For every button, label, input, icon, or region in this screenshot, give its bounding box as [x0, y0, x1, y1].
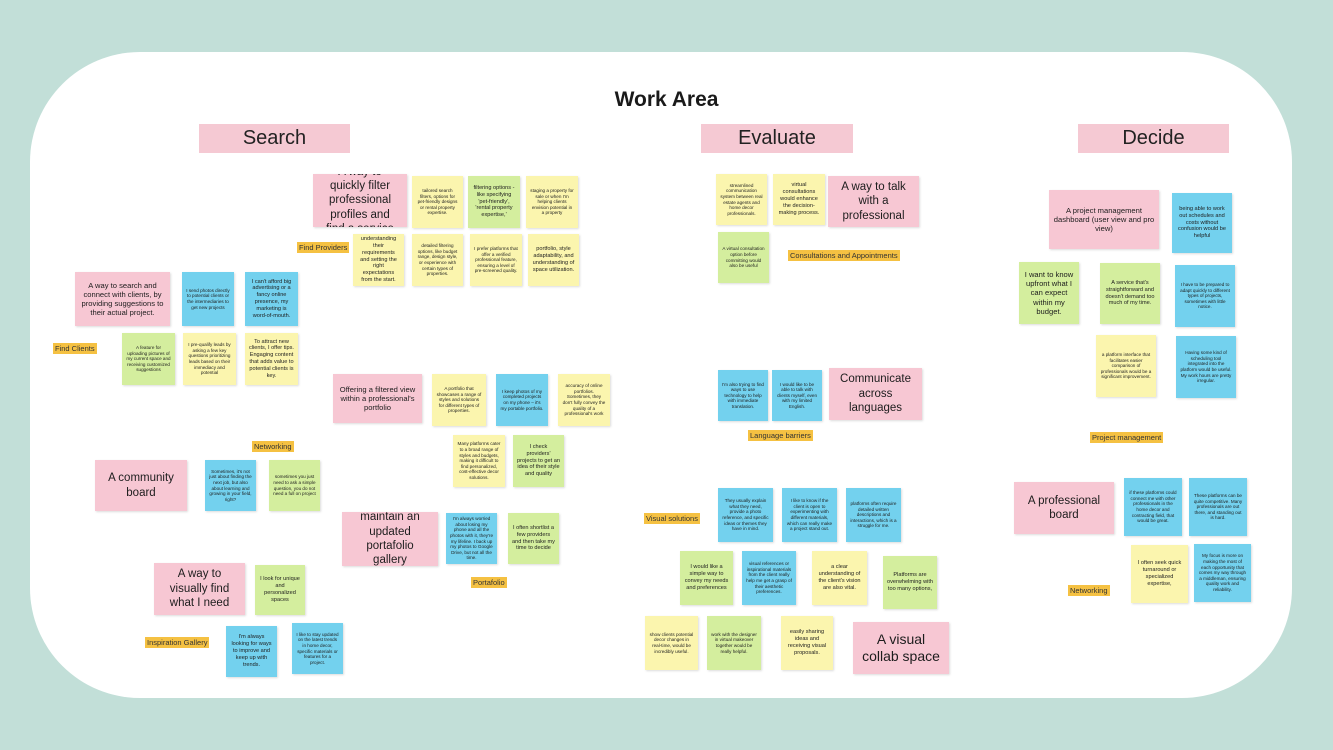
- sticky-note: I would like a simple way to convey my n…: [680, 551, 733, 605]
- sticky-note: work with the designer in virtual makeov…: [707, 616, 761, 670]
- column-header-evaluate: Evaluate: [701, 124, 853, 153]
- sticky-note: I check providers' projects to get an id…: [513, 435, 564, 487]
- column-header-decide: Decide: [1078, 124, 1229, 153]
- sticky-note: I like to know if the client is open to …: [782, 488, 837, 542]
- sticky-note: Communicate across languages: [829, 368, 922, 420]
- cluster-label: Networking: [1068, 585, 1110, 596]
- sticky-note: streamlined communication system between…: [716, 174, 767, 225]
- sticky-note: A virtual consultation option before com…: [718, 232, 769, 283]
- sticky-note: Platforms are overwhelming with too many…: [883, 556, 937, 609]
- sticky-note: A way to search and connect with clients…: [75, 272, 170, 326]
- sticky-note: I prefer platforms that offer a verified…: [470, 234, 522, 286]
- sticky-note: I pre-qualify leads by asking a few key …: [183, 333, 236, 385]
- cluster-label: Networking: [252, 441, 294, 452]
- cluster-label: Language barriers: [748, 430, 813, 441]
- sticky-note: accuracy of online portfolios. Sometimes…: [558, 374, 610, 426]
- sticky-note: My focus is more on making the most of e…: [1194, 544, 1251, 602]
- sticky-note: I can't afford big advertising or a fanc…: [245, 272, 298, 326]
- sticky-note: I have to be prepared to adapt quickly t…: [1175, 265, 1235, 327]
- sticky-note: These platforms can be quite competitive…: [1189, 478, 1247, 536]
- sticky-note: staging a property for sale or when I'm …: [526, 176, 578, 228]
- sticky-note: a platform interface that facilitates ea…: [1096, 335, 1156, 397]
- sticky-note: Sometimes, it's not just about finding t…: [205, 460, 256, 511]
- sticky-note: A project management dashboard (user vie…: [1049, 190, 1159, 249]
- sticky-note: understanding their requirements and set…: [353, 234, 404, 286]
- sticky-note: platforms often require detailed written…: [846, 488, 901, 542]
- sticky-note: Many platforms cater to a broad range of…: [453, 435, 505, 487]
- column-header-search: Search: [199, 124, 350, 153]
- sticky-note: portfolio, style adaptability, and under…: [528, 234, 579, 286]
- cluster-label: Find Providers: [297, 242, 350, 253]
- sticky-note: a clear understanding of the client's vi…: [812, 551, 867, 605]
- sticky-note: A way to talk with a professional: [828, 176, 919, 227]
- sticky-note: Having some kind of scheduling tool inte…: [1176, 336, 1236, 398]
- sticky-note: I'm always looking for ways to improve a…: [226, 626, 277, 677]
- sticky-note: To attract new clients, I offer tips. En…: [245, 333, 298, 385]
- sticky-note: A way to visually find what I need: [154, 563, 245, 615]
- sticky-note: sometimes you just need to ask a simple …: [269, 460, 320, 511]
- sticky-note: filtering options - like specifying 'pet…: [468, 176, 520, 228]
- sticky-note: A professional board: [1014, 482, 1114, 534]
- sticky-note: if these platforms could connect me with…: [1124, 478, 1182, 536]
- sticky-note: A way to quickly filter professional pro…: [313, 174, 407, 227]
- sticky-note: detailed filtering options, like budget …: [412, 234, 463, 286]
- board-title: Work Area: [614, 88, 719, 111]
- sticky-note: I'm also trying to find ways to use tech…: [718, 370, 768, 421]
- cluster-label: Visual solutions: [644, 513, 700, 524]
- sticky-note: I keep photos of my completed projects o…: [496, 374, 548, 426]
- sticky-note: I often shortlist a few providers and th…: [508, 513, 559, 564]
- sticky-note: being able to work out schedules and cos…: [1172, 193, 1232, 253]
- sticky-note: I look for unique and personalized space…: [255, 565, 305, 615]
- sticky-note: virtual consultations would enhance the …: [773, 174, 825, 225]
- sticky-note: A community board: [95, 460, 187, 511]
- sticky-note: A visual collab space: [853, 622, 949, 674]
- sticky-note: They usually explain what they need, pro…: [718, 488, 773, 542]
- sticky-note: visual references or inspirational mater…: [742, 551, 796, 605]
- sticky-note: show clients potential decor changes in …: [645, 616, 698, 670]
- cluster-label: Inspiration Gallery: [145, 637, 210, 648]
- sticky-note: easily sharing ideas and receiving visua…: [781, 616, 833, 670]
- sticky-note: A feature for uploading pictures of my c…: [122, 333, 175, 385]
- cluster-label: Find Clients: [53, 343, 97, 354]
- cluster-label: Consultations and Appointments: [788, 250, 900, 261]
- cluster-label: Project management: [1090, 432, 1164, 443]
- cluster-label: Portafolio: [471, 577, 507, 588]
- sticky-note: I often seek quick turnaround or special…: [1131, 545, 1188, 603]
- sticky-note: I like to stay updated on the latest tre…: [292, 623, 343, 674]
- sticky-note: maintain an updated portafolio gallery: [342, 512, 438, 566]
- sticky-note: I send photos directly to potential clie…: [182, 272, 234, 326]
- sticky-note: A service that's straightforward and doe…: [1100, 263, 1160, 324]
- sticky-note: Offering a filtered view within a profes…: [333, 374, 422, 423]
- sticky-note: A portfolio that showcases a range of st…: [432, 374, 486, 426]
- sticky-note: tailored search filters, options for pet…: [412, 176, 463, 228]
- sticky-note: I'm always worried about losing my phone…: [446, 513, 497, 564]
- sticky-note: I want to know upfront what I can expect…: [1019, 262, 1079, 324]
- sticky-note: I would like to be able to talk with cli…: [772, 370, 822, 421]
